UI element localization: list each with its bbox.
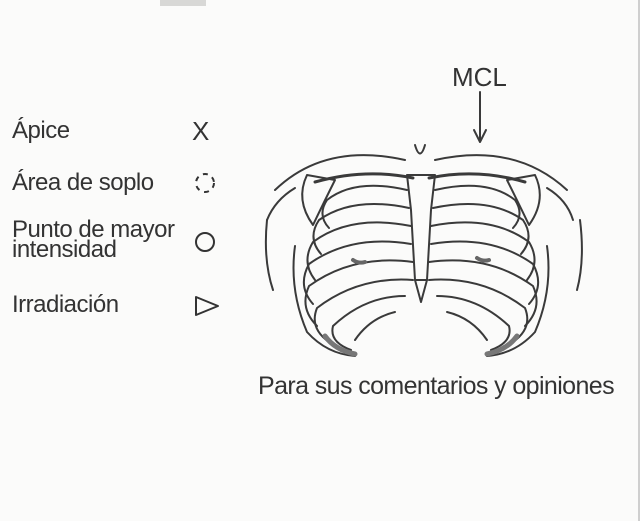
page-edge (638, 0, 640, 521)
triangle-right-icon (195, 296, 219, 316)
circle-icon (195, 232, 215, 252)
scan-artifact (160, 0, 206, 6)
caption-text: Para sus comentarios y opiniones (258, 372, 615, 400)
legend-label-max-intensity: Punto de mayor intensidad (12, 216, 175, 263)
x-mark-icon: X (192, 116, 210, 146)
legend-label-murmur-area: Área de soplo (12, 169, 154, 196)
rib-cage-illustration (264, 91, 583, 357)
mcl-arrow-head (473, 129, 487, 143)
dashed-circle-icon (195, 173, 215, 193)
legend-label-apex: Ápice (12, 117, 70, 144)
mcl-label: MCL (452, 62, 507, 92)
legend-label-radiation: Irradiación (12, 291, 119, 318)
symbol-legend: Ápice X Área de soplo Punto de mayor int… (0, 0, 240, 340)
legend-label-max-intensity-line1: Punto de mayor (12, 216, 175, 243)
legend-label-max-intensity-line2: intensidad (12, 236, 117, 263)
